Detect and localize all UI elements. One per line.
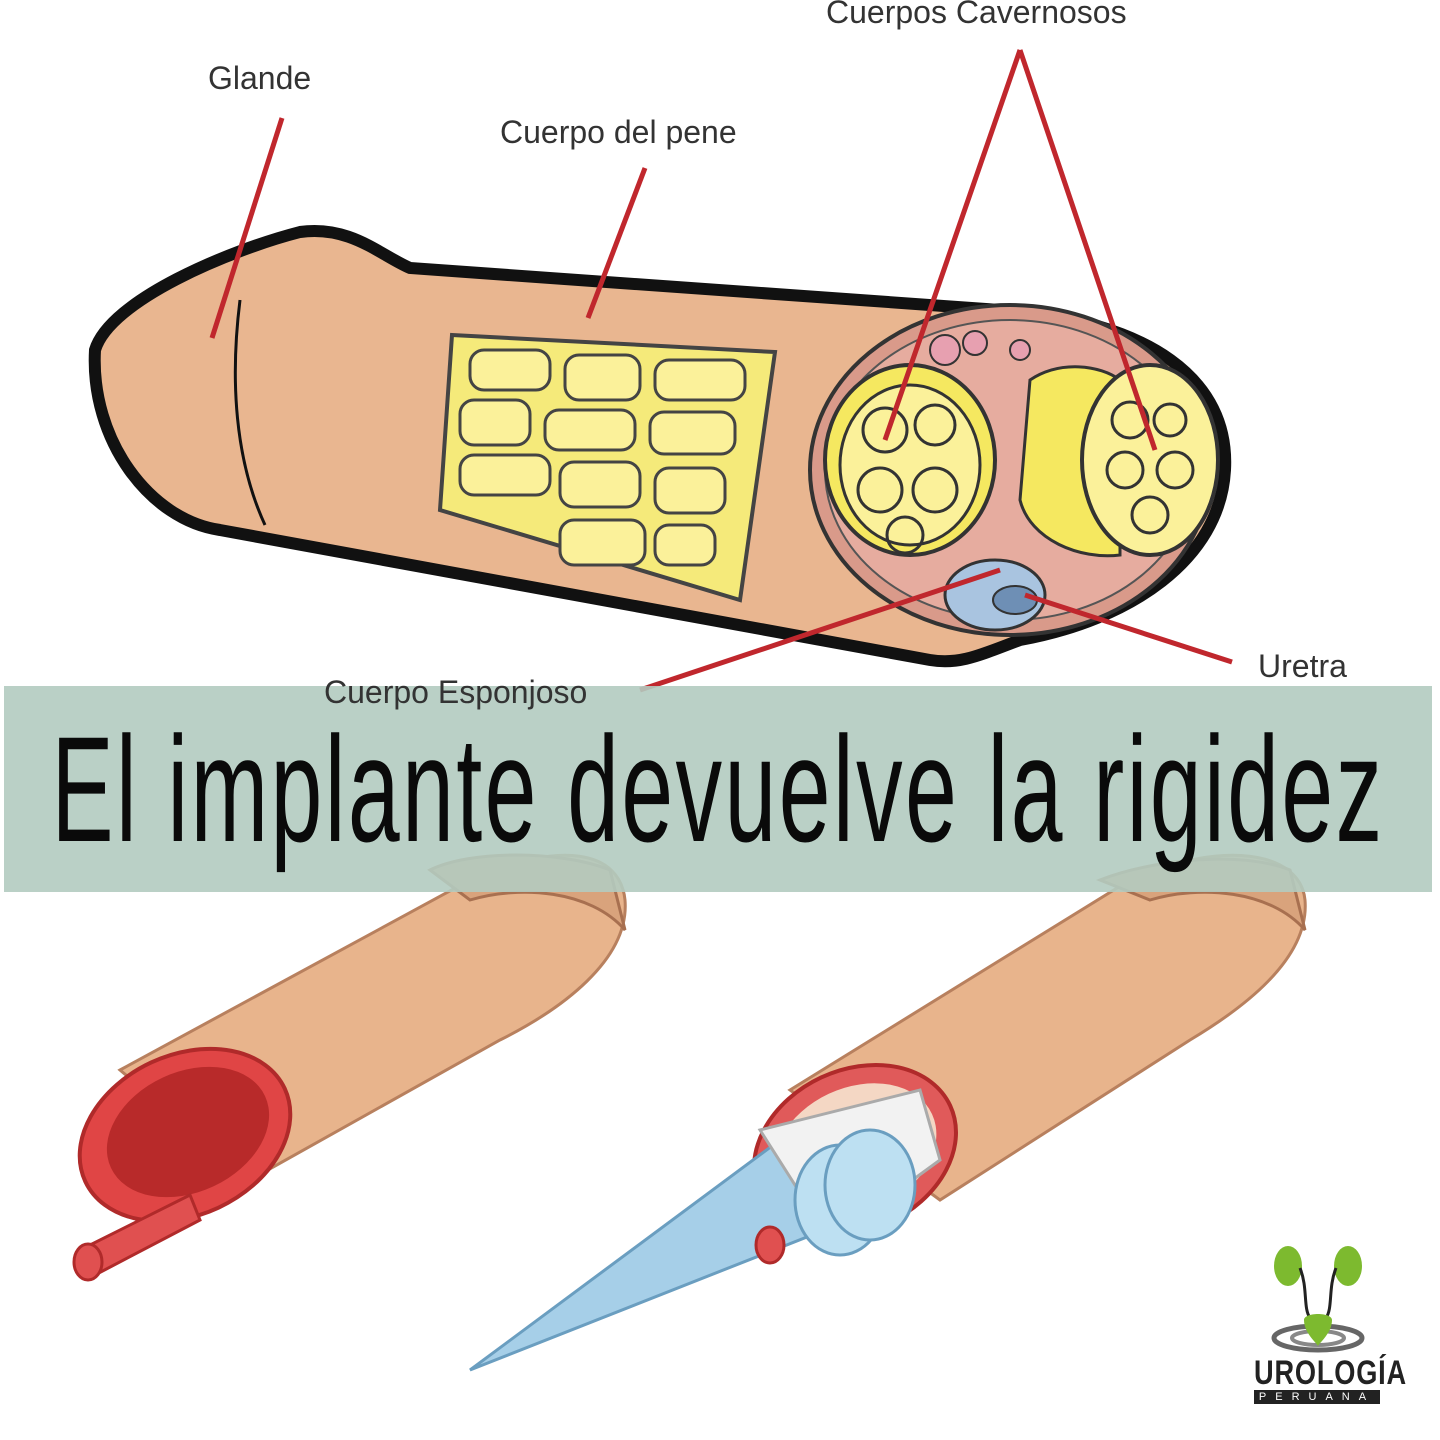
- logo-subtitle: PERUANA: [1254, 1390, 1380, 1404]
- label-leader-lines: [209, 49, 1233, 693]
- label-cuerpos-cavernosos: Cuerpos Cavernosos: [826, 0, 1127, 30]
- label-glande: Glande: [208, 60, 312, 96]
- natural-erectile-tissue-illustration: [72, 853, 627, 1282]
- banner-title: El implante devuelve la rigidez: [51, 704, 1385, 873]
- logo-name: UROLOGÍA: [1254, 1354, 1407, 1392]
- urologia-peruana-logo: UROLOGÍA PERUANA: [1248, 1238, 1406, 1408]
- label-uretra: Uretra: [1258, 648, 1347, 684]
- label-cuerpo-esponjoso: Cuerpo Esponjoso: [324, 674, 588, 710]
- penile-implant-illustration: [469, 853, 1307, 1372]
- title-banner: El implante devuelve la rigidez: [4, 686, 1432, 892]
- kidney-bladder-logo-icon: [1271, 1246, 1365, 1353]
- label-cuerpo-del-pene: Cuerpo del pene: [500, 114, 737, 150]
- penis-cross-section-diagram: [88, 49, 1233, 693]
